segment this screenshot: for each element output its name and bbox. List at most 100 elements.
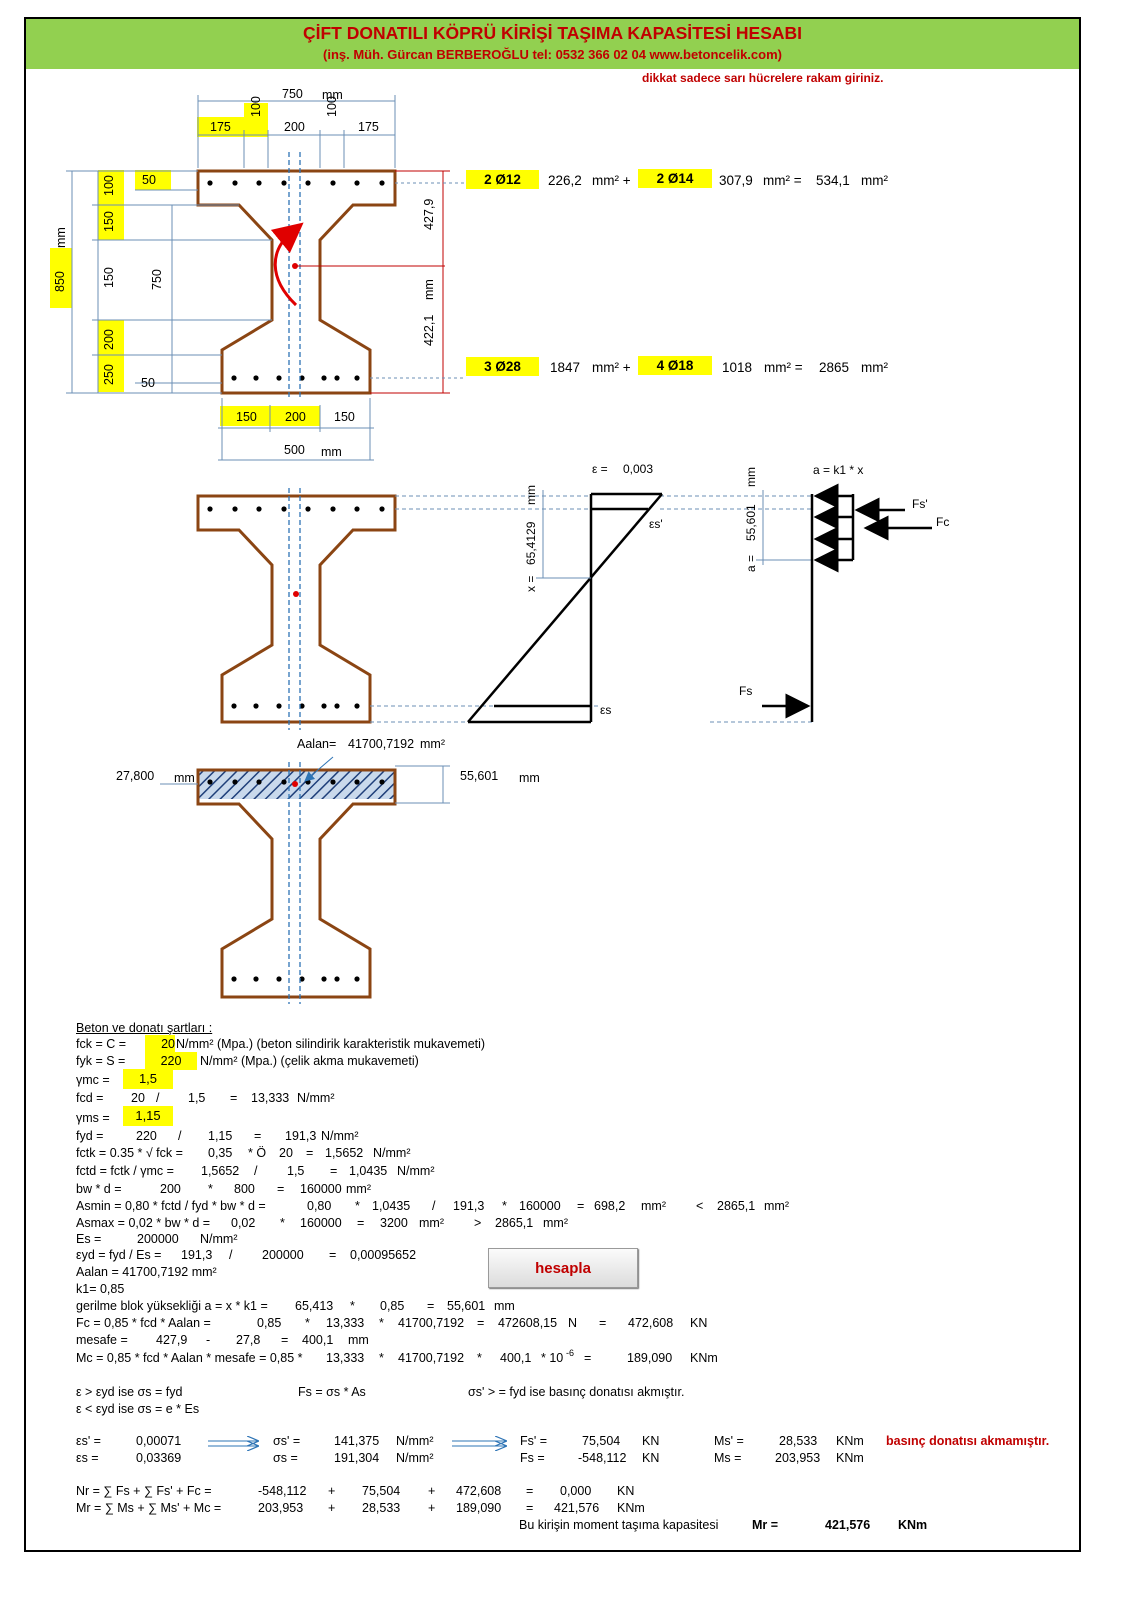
asmin-unit: mm² bbox=[641, 1199, 666, 1213]
calculate-button[interactable]: hesapla bbox=[488, 1248, 638, 1288]
asmax-unit: mm² bbox=[419, 1216, 444, 1230]
ms-sp-unit: KNm bbox=[836, 1434, 864, 1448]
result-arrows bbox=[208, 1430, 1121, 1490]
mesafe-c: 27,8 bbox=[236, 1333, 261, 1347]
a-formula: a = k1 * x bbox=[813, 463, 864, 477]
page-frame bbox=[24, 17, 1081, 1552]
h-slope-bot: 200 bbox=[102, 329, 116, 350]
moment-arrow bbox=[270, 222, 304, 307]
fck-desc: N/mm² (Mpa.) (beton silindirik karakteri… bbox=[176, 1037, 486, 1051]
section-3-axis bbox=[288, 762, 301, 1004]
section-3-dims bbox=[160, 765, 450, 804]
fcd-value: 13,333 bbox=[251, 1091, 290, 1105]
bot-total-width: 500 bbox=[284, 443, 305, 457]
fyk-input[interactable]: 220 bbox=[145, 1052, 197, 1070]
top-total-unit: mm bbox=[322, 88, 343, 102]
h-slope-top: 150 bbox=[102, 211, 116, 232]
block-label: gerilme blok yüksekliği a = x * k1 = bbox=[76, 1299, 268, 1313]
fc-calc-label: Fc = 0,85 * fcd * Aalan = bbox=[76, 1316, 211, 1330]
area-leader bbox=[304, 756, 334, 782]
a-label: a = bbox=[744, 554, 758, 572]
top-rebars bbox=[207, 180, 385, 186]
fctd-eq: = bbox=[330, 1164, 338, 1178]
section-2-bottom-rebars bbox=[231, 703, 360, 709]
mesafe-d: 427,9 bbox=[156, 1333, 188, 1347]
capacity-mr: Mr = bbox=[752, 1518, 779, 1532]
asmin-coef: 0,80 bbox=[307, 1199, 332, 1213]
fs-s-unit: KN bbox=[642, 1451, 660, 1465]
fc-unit-n: N bbox=[568, 1316, 578, 1330]
mc-value: 189,090 bbox=[627, 1351, 673, 1365]
block-unit: mm bbox=[494, 1299, 515, 1313]
bwd-value: 160000 bbox=[300, 1182, 342, 1196]
es-value: 200000 bbox=[137, 1232, 179, 1246]
dist-top: 427,9 bbox=[422, 198, 436, 230]
fc-label: Fc bbox=[936, 515, 950, 529]
height-total: 850 bbox=[53, 271, 67, 292]
dist-bottom: 422,1 bbox=[422, 314, 436, 346]
fs-sp-label: Fs' = bbox=[520, 1434, 548, 1448]
fcd-div: / bbox=[156, 1091, 160, 1105]
bot-rebar-a-input[interactable]: 3 Ø28 bbox=[466, 357, 539, 376]
bot-rebar-eq: mm² = bbox=[764, 360, 803, 375]
mesafe-op: - bbox=[206, 1333, 211, 1347]
bot-web-width: 200 bbox=[285, 410, 306, 424]
bot-right-width: 150 bbox=[334, 410, 355, 424]
gmc-input[interactable]: 1,5 bbox=[123, 1069, 173, 1089]
asmin-bwd: 160000 bbox=[519, 1199, 561, 1213]
eyd-eq: = bbox=[329, 1248, 337, 1262]
top-slope-right: 100 bbox=[325, 96, 339, 117]
asmax-eq: = bbox=[357, 1216, 365, 1230]
sig-sp-label: σs' = bbox=[273, 1434, 301, 1448]
top-slope-left: 100 bbox=[249, 96, 263, 117]
fyd-fyk: 220 bbox=[136, 1129, 157, 1143]
bot-total-unit: mm bbox=[321, 445, 342, 459]
asmax-value: 3200 bbox=[380, 1216, 408, 1230]
mr-op2: + bbox=[428, 1501, 436, 1515]
fc-newton: 472608,15 bbox=[498, 1316, 558, 1330]
asmax-op: * bbox=[280, 1216, 285, 1230]
axis-lines bbox=[288, 152, 301, 400]
fctd-fctk: 1,5652 bbox=[201, 1164, 240, 1178]
asmin-value: 698,2 bbox=[594, 1199, 626, 1213]
bot-rebar-b-input[interactable]: 4 Ø18 bbox=[638, 356, 712, 375]
eps-value: 0,003 bbox=[623, 462, 654, 476]
es-unit: N/mm² bbox=[200, 1232, 238, 1246]
section-2-axis bbox=[288, 488, 301, 730]
capacity-label: Bu kirişin moment taşıma kapasitesi bbox=[519, 1518, 719, 1532]
centroid-unit: mm bbox=[174, 771, 195, 785]
fs-sp-unit: KN bbox=[642, 1434, 660, 1448]
fyd-label: fyd = bbox=[76, 1129, 104, 1143]
eps-sp-label: εs' = bbox=[76, 1434, 101, 1448]
bwd-eq: = bbox=[277, 1182, 285, 1196]
fc-kn: 472,608 bbox=[628, 1316, 674, 1330]
area-label: Aalan= bbox=[297, 737, 337, 751]
bwd-label: bw * d = bbox=[76, 1182, 122, 1196]
asmax-compare: > bbox=[474, 1216, 482, 1230]
capacity-unit: KNm bbox=[898, 1518, 928, 1532]
bot-rebar-unit: mm² bbox=[861, 360, 888, 375]
top-rebar-plus: mm² + bbox=[592, 173, 631, 188]
mesafe-value: 400,1 bbox=[302, 1333, 334, 1347]
fck-label: fck = C = bbox=[76, 1037, 127, 1051]
fcd-label: fcd = bbox=[76, 1091, 104, 1105]
mr-value: 421,576 bbox=[554, 1501, 600, 1515]
distance-dims bbox=[370, 170, 450, 394]
asmin-as-unit: mm² bbox=[764, 1199, 789, 1213]
nr-eq: = bbox=[526, 1484, 534, 1498]
fck-input[interactable]: 20 bbox=[145, 1035, 175, 1053]
asmin-as: 2865,1 bbox=[717, 1199, 756, 1213]
asmax-label: Asmax = 0,02 * bw * d = bbox=[76, 1216, 211, 1230]
asmin-fctd: 1,0435 bbox=[372, 1199, 411, 1213]
sig-sp-value: 141,375 bbox=[334, 1434, 380, 1448]
top-rebar-b-input[interactable]: 2 Ø14 bbox=[638, 169, 712, 188]
fctk-fck: 20 bbox=[279, 1146, 293, 1160]
block-k1: 0,85 bbox=[380, 1299, 405, 1313]
gms-input[interactable]: 1,15 bbox=[123, 1106, 173, 1126]
top-rebar-total: 534,1 bbox=[816, 173, 850, 188]
asmin-compare: < bbox=[696, 1199, 704, 1213]
fctd-label: fctd = fctk / γmc = bbox=[76, 1164, 174, 1178]
top-rebar-a-input[interactable]: 2 Ø12 bbox=[466, 170, 539, 189]
beam-section-3-outline bbox=[196, 768, 397, 999]
